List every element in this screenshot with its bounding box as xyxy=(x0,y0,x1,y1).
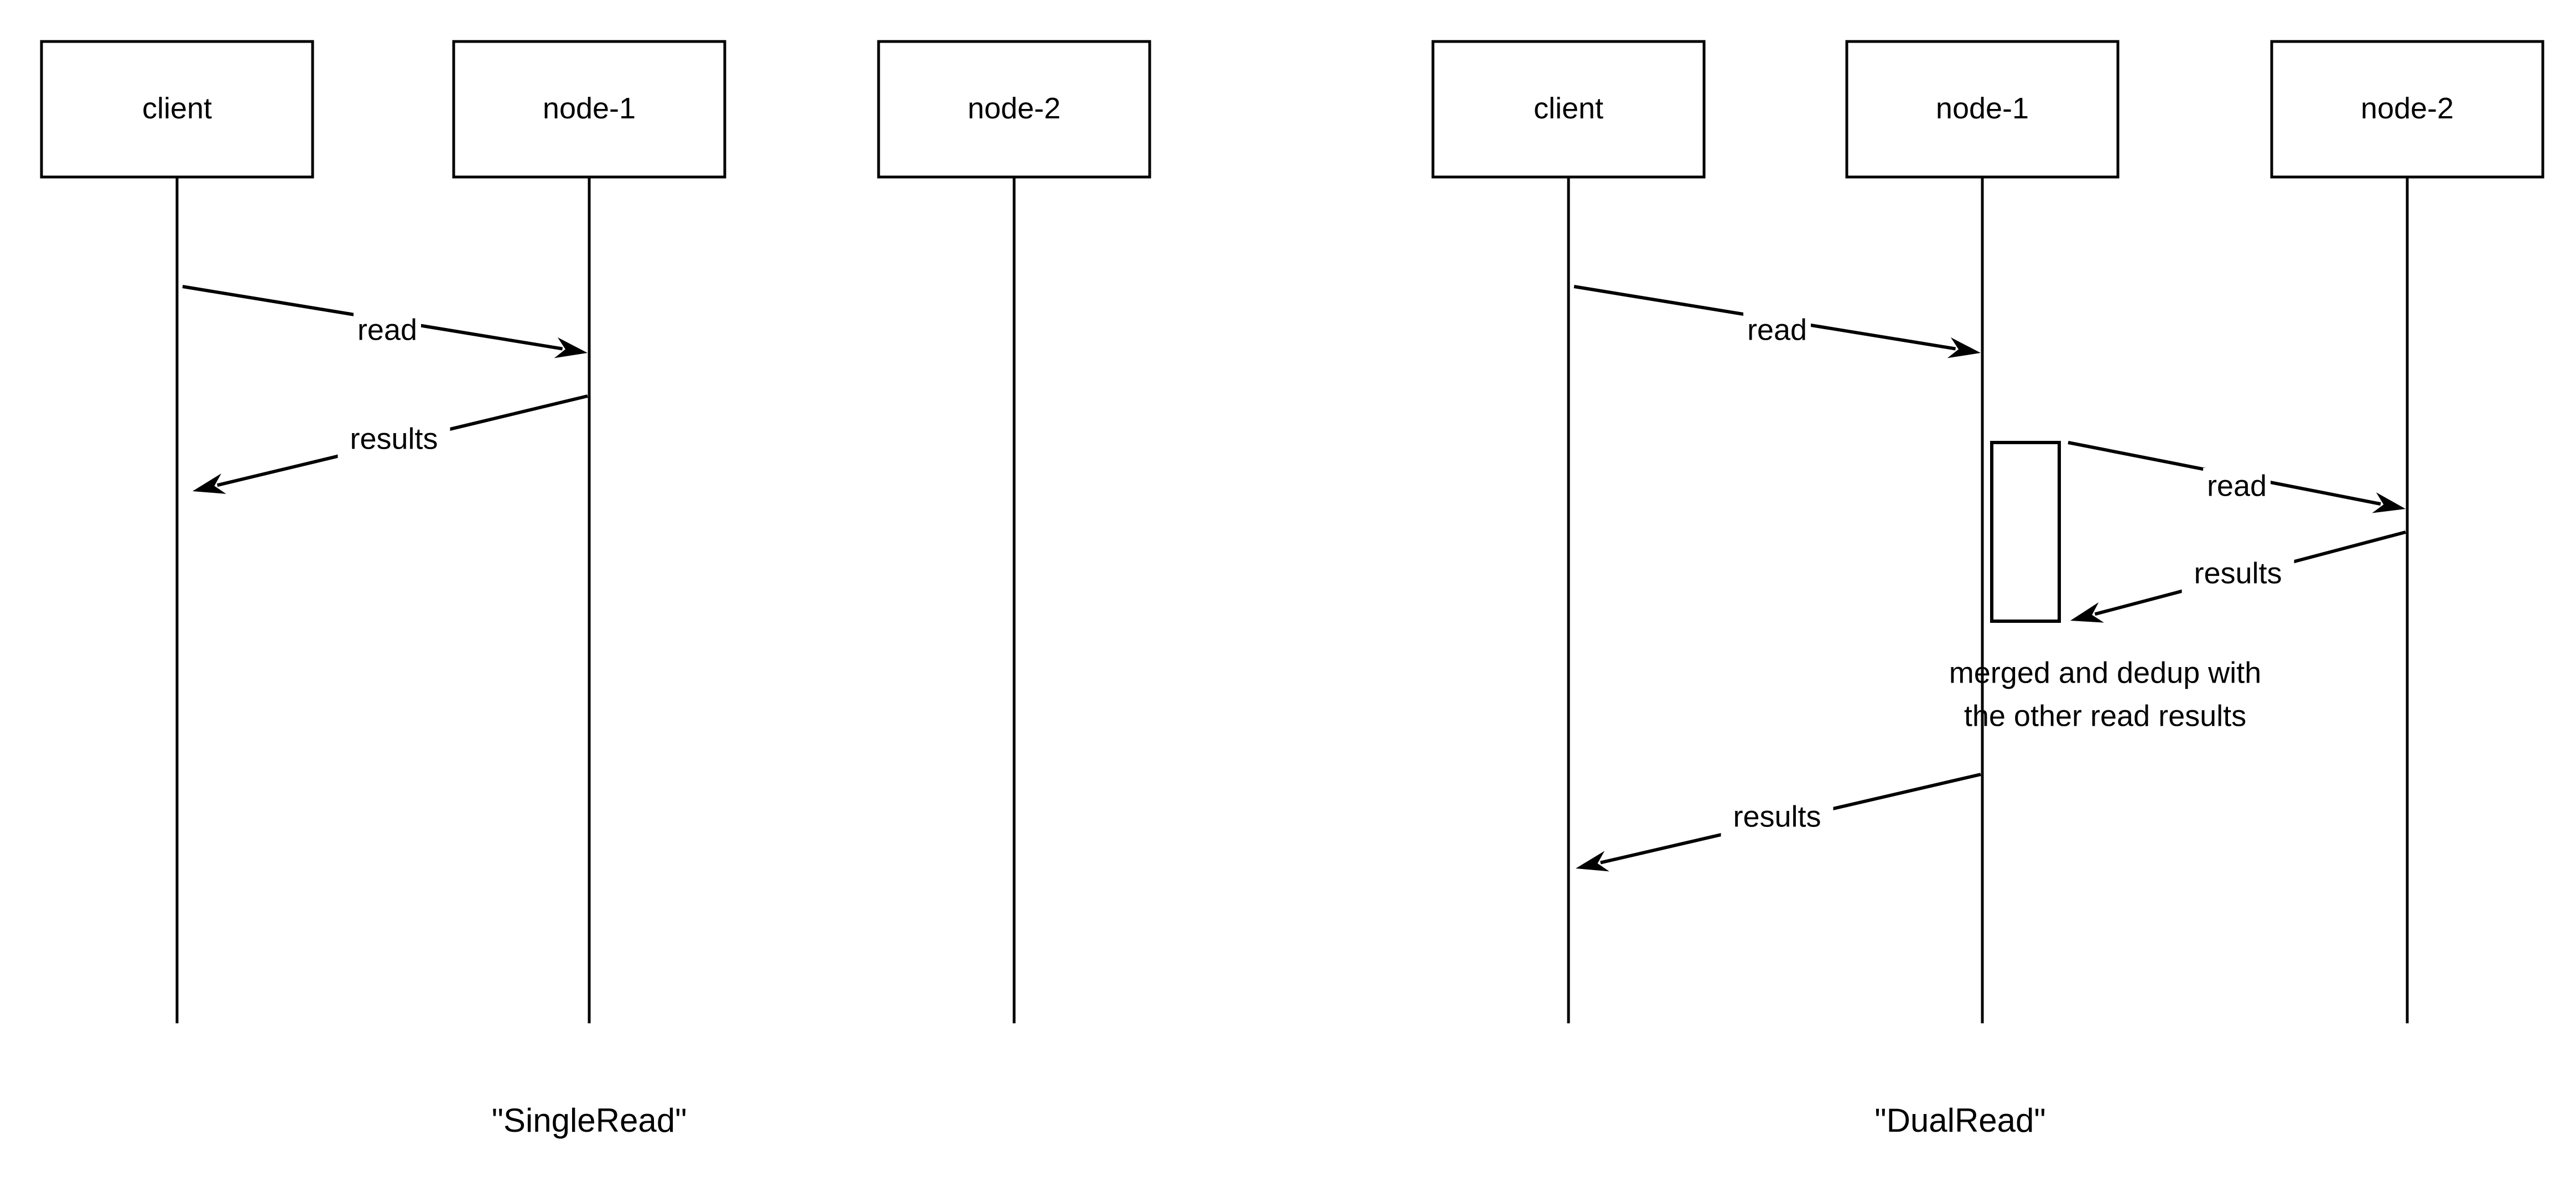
sequence-diagram-single-read: client node-1 node-2 read results "SingleRead… xyxy=(40,40,1151,1139)
note-line-0-1: the other read results xyxy=(1964,699,2246,732)
participant-label-node-2: node-2 xyxy=(968,92,1061,125)
participant-box-node-2[interactable] xyxy=(877,40,1151,179)
message-arrowhead-read-0 xyxy=(1947,337,1981,358)
participant-box-node-1[interactable] xyxy=(452,40,726,179)
participant-label-client: client xyxy=(1534,92,1603,125)
message-arrowhead-read-0 xyxy=(554,337,588,358)
activation-bar-node-1 xyxy=(1990,441,2061,623)
note-line-0-0: merged and dedup with xyxy=(1949,656,2261,689)
diagram-caption-dual-read: "DualRead" xyxy=(1874,1102,2045,1139)
participant-label-client: client xyxy=(142,92,212,125)
message-arrowhead-results-3 xyxy=(1576,851,1609,872)
participant-box-node-2[interactable] xyxy=(2270,40,2544,179)
message-label-backdrop-read-0 xyxy=(354,312,421,350)
message-label-results-2: results xyxy=(2194,556,2282,590)
message-label-backdrop-read-0 xyxy=(1743,312,1811,350)
message-arrowhead-results-2 xyxy=(2070,602,2104,623)
message-label-read-1: read xyxy=(2207,469,2267,502)
participant-label-node-1: node-1 xyxy=(1936,92,2029,125)
message-label-read-0: read xyxy=(1747,313,1807,346)
message-label-backdrop-read-1 xyxy=(2203,468,2271,506)
participant-label-node-2: node-2 xyxy=(2361,92,2454,125)
message-arrowhead-results-1 xyxy=(193,473,226,494)
message-label-backdrop-results-2 xyxy=(2182,555,2294,593)
sequence-diagram-dual-read: client node-1 node-2 read read results results… xyxy=(1431,40,2544,1139)
message-label-backdrop-results-3 xyxy=(1721,799,1834,836)
message-label-backdrop-results-1 xyxy=(337,421,450,459)
message-arrowhead-read-1 xyxy=(2372,492,2406,513)
participant-box-client[interactable] xyxy=(40,40,314,179)
participant-label-node-1: node-1 xyxy=(543,92,636,125)
participant-box-node-1[interactable] xyxy=(1845,40,2120,179)
message-label-results-1: results xyxy=(350,422,438,455)
message-label-results-3: results xyxy=(1733,800,1821,833)
message-label-read-0: read xyxy=(357,313,417,346)
diagram-caption-single-read: "SingleRead" xyxy=(492,1102,687,1139)
participant-box-client[interactable] xyxy=(1431,40,1706,179)
